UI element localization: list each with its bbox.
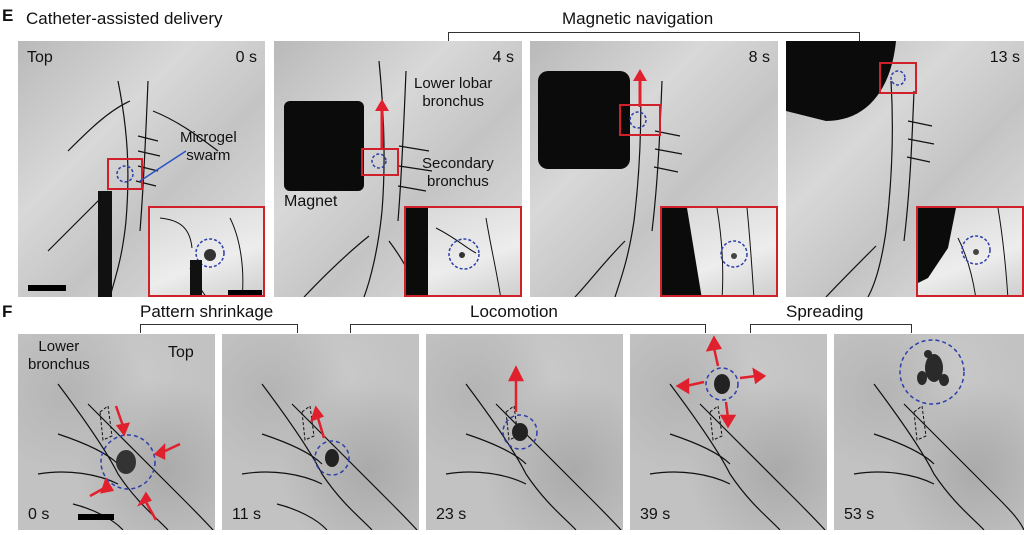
f-frame-53s: 53 s [834,334,1024,530]
zoom-inset [660,206,778,297]
f-frame-23s: 23 s [426,334,623,530]
zoom-inset [148,206,265,297]
time-label: 23 s [436,506,467,523]
bronchial-tree-outline [37,383,214,530]
bronchial-tree-outline [445,365,622,530]
bracket-spreading [750,324,912,333]
lower-lobar-bronchus-label: Lower lobar bronchus [414,75,493,110]
zoom-inset [916,206,1024,297]
bronchial-tree-outline [649,335,826,530]
bronchial-tree-outline [786,41,935,297]
f-frame-0s: Lower bronchus Top 0 s [18,334,215,530]
header-pattern-shrinkage: Pattern shrinkage [140,302,274,321]
e-frame-4s: 4 s Lower lobar bronchus Secondary bronc… [274,41,522,297]
time-label: 39 s [640,506,671,523]
header-spreading: Spreading [786,302,864,321]
bronchial-tree-outline [28,80,219,297]
lower-bronchus-label: Lower bronchus [28,338,90,373]
bracket-locomotion [350,324,706,333]
e-frame-13s: 13 s [786,41,1024,297]
microgel-swarm-label: Microgel swarm [180,129,237,164]
f-frame-11s: 11 s [222,334,419,530]
time-label: 0 s [235,49,257,66]
time-label: 13 s [989,49,1020,66]
panel-letter-e: E [2,6,14,25]
e-frame-8s: 8 s [530,41,778,297]
time-label: 8 s [748,49,770,66]
header-magnetic-navigation: Magnetic navigation [562,9,714,28]
bronchial-tree-outline [284,60,433,297]
e-frame-0s: Top 0 s Microgel swarm [18,41,265,297]
bronchial-tree-outline [853,339,1024,530]
magnet-label: Magnet [284,193,338,210]
bracket-pattern-shrinkage [140,324,298,333]
secondary-bronchus-label: Secondary bronchus [422,155,494,190]
time-label: 0 s [28,506,50,523]
corner-label-top: Top [168,344,194,361]
time-label: 53 s [844,506,875,523]
f-frame-39s: 39 s [630,334,827,530]
time-label: 4 s [492,49,514,66]
header-locomotion: Locomotion [470,302,558,321]
panel-letter-f: F [2,302,13,321]
zoom-inset [404,206,522,297]
bronchial-tree-outline [538,69,683,297]
bronchial-tree-outline [241,383,418,530]
header-catheter-delivery: Catheter-assisted delivery [26,9,223,28]
corner-label-top: Top [27,49,53,66]
bracket-magnetic-navigation [448,32,860,41]
time-label: 11 s [232,506,262,523]
